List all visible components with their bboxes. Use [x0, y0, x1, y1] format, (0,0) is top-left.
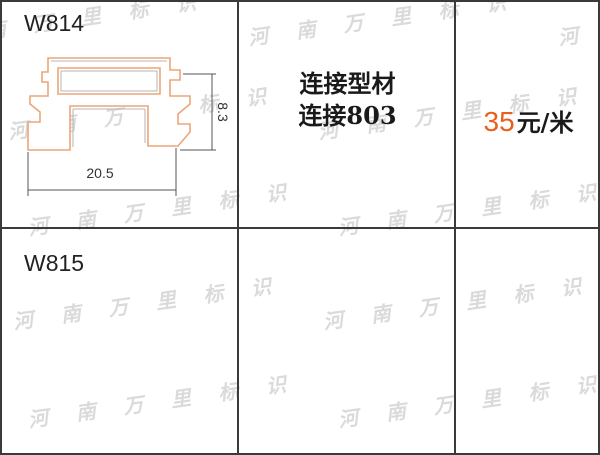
profile-drawing: 8.3 20.5	[27, 57, 231, 196]
product-name-line2: 连接803	[298, 101, 397, 130]
price-unit: 元/米	[516, 108, 574, 137]
product-name: 连接型材 连接803	[239, 68, 456, 132]
profile-inner-shading	[51, 60, 167, 147]
price: 35 元/米	[456, 104, 600, 140]
row1-model-cell: W814 8.3 20.5	[0, 0, 238, 228]
row2-model-cell: W815	[0, 229, 238, 455]
profile-outline	[27, 57, 191, 151]
table-row-divider	[0, 227, 600, 229]
row1-name-cell: 连接型材 连接803	[239, 0, 456, 228]
row2-name-cell	[239, 229, 456, 455]
product-name-line1: 连接型材	[299, 69, 396, 98]
height-dimension-label: 8.3	[215, 102, 231, 122]
width-dimension-label: 20.5	[86, 165, 113, 181]
price-value: 35	[483, 106, 515, 137]
model-code-w815: W815	[24, 250, 85, 276]
row2-price-cell	[456, 229, 600, 455]
model-code-w814: W814	[24, 10, 85, 36]
row1-price-cell: 35 元/米	[456, 0, 600, 228]
